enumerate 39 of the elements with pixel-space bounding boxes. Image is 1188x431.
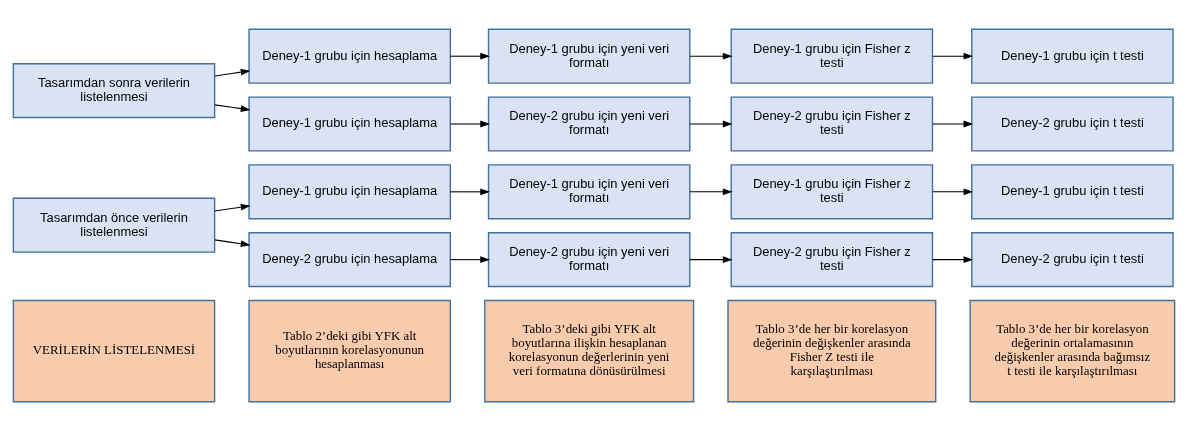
arrow	[689, 188, 733, 196]
arrow	[932, 120, 974, 128]
arrow	[932, 188, 974, 196]
node-box: Deney-2 grubu için Fisher z testi	[730, 96, 934, 152]
arrow	[689, 52, 733, 60]
node-box: Deney-2 grubu için t testi	[971, 232, 1174, 288]
arrow	[214, 68, 251, 77]
arrow	[214, 203, 251, 212]
node-box: Deney-1 grubu için Fisher z testi	[730, 28, 934, 84]
arrow	[449, 188, 490, 196]
node-box: Deney-1 grubu için hesaplama	[248, 164, 451, 220]
arrow	[932, 256, 974, 264]
node-box: Tasarımdan sonra verilerin listelenmesi	[12, 63, 216, 119]
node-box: Deney-2 grubu için Fisher z testi	[730, 232, 934, 288]
arrow	[449, 256, 490, 264]
node-box: Tablo 2’deki gibi YFK alt boyutlarının korelasyonunun hesaplanması	[248, 299, 451, 403]
node-box: VERİLERİN LİSTELENMESİ	[12, 299, 216, 403]
node-box: Deney-1 grubu için Fisher z testi	[730, 164, 934, 220]
node-box: Deney-2 grubu için yeni veri formatı	[487, 96, 691, 152]
arrow	[689, 256, 733, 264]
node-box: Deney-1 grubu için hesaplama	[248, 28, 451, 84]
node-box: Deney-2 grubu için hesaplama	[248, 232, 451, 288]
arrow	[932, 52, 974, 60]
node-box: Tablo 3’de her bir korelasyon değerinin ortalamasının değişkenler arasında bağımsız t testi ile karşılaştırılması	[969, 299, 1176, 403]
node-box: Deney-1 grubu için yeni veri formatı	[487, 164, 691, 220]
node-box: Deney-2 grubu için yeni veri formatı	[487, 232, 691, 288]
arrow	[214, 239, 251, 248]
node-box: Deney-2 grubu için t testi	[971, 96, 1174, 152]
node-box: Deney-1 grubu için t testi	[971, 164, 1174, 220]
node-box: Tasarımdan önce verilerin listelenmesi	[12, 197, 216, 253]
node-box: Tablo 3’de her bir korelasyon değerinin değişkenler arasında Fisher Z testi ile karşılaştırılması	[727, 299, 937, 403]
arrow	[214, 104, 251, 112]
arrow	[449, 120, 490, 128]
node-box: Deney-1 grubu için hesaplama	[248, 96, 451, 152]
arrow	[689, 120, 733, 128]
node-box: Deney-1 grubu için yeni veri formatı	[487, 28, 691, 84]
arrow	[449, 52, 490, 60]
node-box: Deney-1 grubu için t testi	[971, 28, 1174, 84]
node-box: Tablo 3’deki gibi YFK alt boyutlarına ilişkin hesaplanan korelasyonun değerlerinin yeni veri formatına dönüsürülmesi	[484, 299, 695, 403]
